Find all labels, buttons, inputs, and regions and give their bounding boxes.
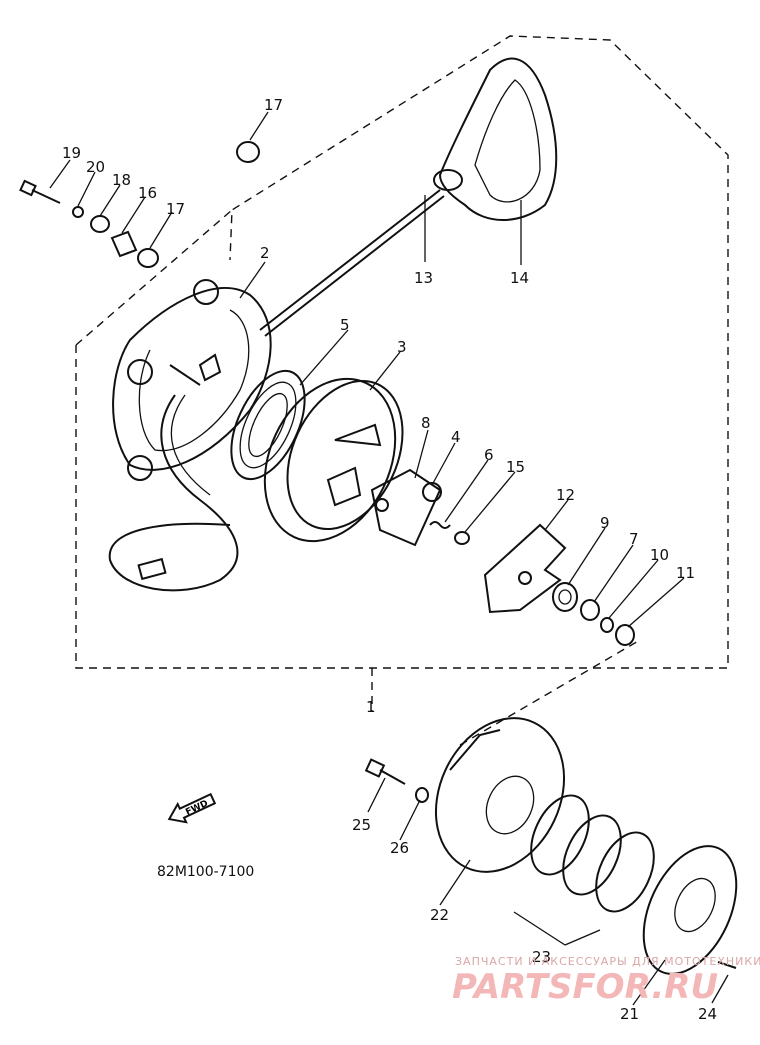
- outer-cover: [642, 845, 738, 975]
- lower-bolts: [364, 758, 601, 946]
- callout-23: 23: [532, 948, 551, 966]
- callout-14: 14: [510, 269, 529, 287]
- starter-reel: [263, 377, 404, 543]
- diagram-code: 82M100-7100: [157, 864, 254, 880]
- callout-26: 26: [390, 839, 409, 857]
- callout-13: 13: [414, 269, 433, 287]
- callout-17a: 17: [264, 96, 283, 114]
- watermark-brand: PARTSFOR.RU: [452, 967, 718, 1007]
- callout-8: 8: [421, 414, 431, 432]
- drive-pawl: [370, 468, 442, 547]
- callout-16: 16: [138, 184, 157, 202]
- callout-21: 21: [620, 1005, 639, 1023]
- watermark-tagline: ЗАПЧАСТИ И АКСЕССУАРЫ ДЛЯ МОТОТЕХНИКИ: [455, 955, 760, 968]
- callout-1: 1: [366, 698, 376, 716]
- callout-4: 4: [451, 428, 461, 446]
- starter-case: [112, 279, 272, 481]
- callout-6: 6: [484, 446, 494, 464]
- damper-plates: [530, 794, 655, 913]
- callout-7: 7: [629, 530, 639, 548]
- callout-18: 18: [112, 171, 131, 189]
- callout-9: 9: [600, 514, 610, 532]
- leader-lines: [49, 111, 729, 1006]
- callout-20: 20: [86, 158, 105, 176]
- callout-2: 2: [260, 244, 270, 262]
- callout-11: 11: [676, 564, 695, 582]
- assembly-boundary: [75, 35, 729, 746]
- forward-arrow-icon: FWD: [167, 792, 217, 824]
- flywheel-cup: [434, 717, 566, 873]
- callout-3: 3: [397, 338, 407, 356]
- callout-labels: 1 2 3 4 5 6 7 8 9 10 11 12 13 14 15 16 1…: [62, 96, 717, 1023]
- callout-25: 25: [352, 816, 371, 834]
- pawl-plate: [483, 523, 567, 614]
- callout-22: 22: [430, 906, 449, 924]
- callout-15: 15: [506, 458, 525, 476]
- starter-rope: [108, 189, 445, 592]
- watermark: ЗАПЧАСТИ И АКСЕССУАРЫ ДЛЯ МОТОТЕХНИКИ PA…: [452, 955, 760, 1007]
- washer-stack: [552, 582, 635, 646]
- callout-19: 19: [62, 144, 81, 162]
- small-parts-row: [429, 521, 470, 545]
- callout-17b: 17: [166, 200, 185, 218]
- callout-5: 5: [340, 316, 350, 334]
- callout-12: 12: [556, 486, 575, 504]
- starter-handle: [433, 57, 558, 221]
- callout-24: 24: [698, 1005, 717, 1023]
- callout-10: 10: [650, 546, 669, 564]
